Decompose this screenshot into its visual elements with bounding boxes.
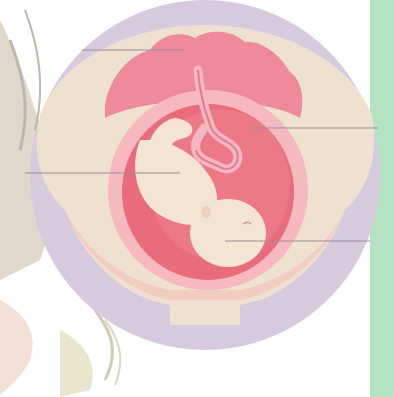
diagram-stage [0,0,394,397]
fetus-in-womb-diagram [0,0,394,397]
